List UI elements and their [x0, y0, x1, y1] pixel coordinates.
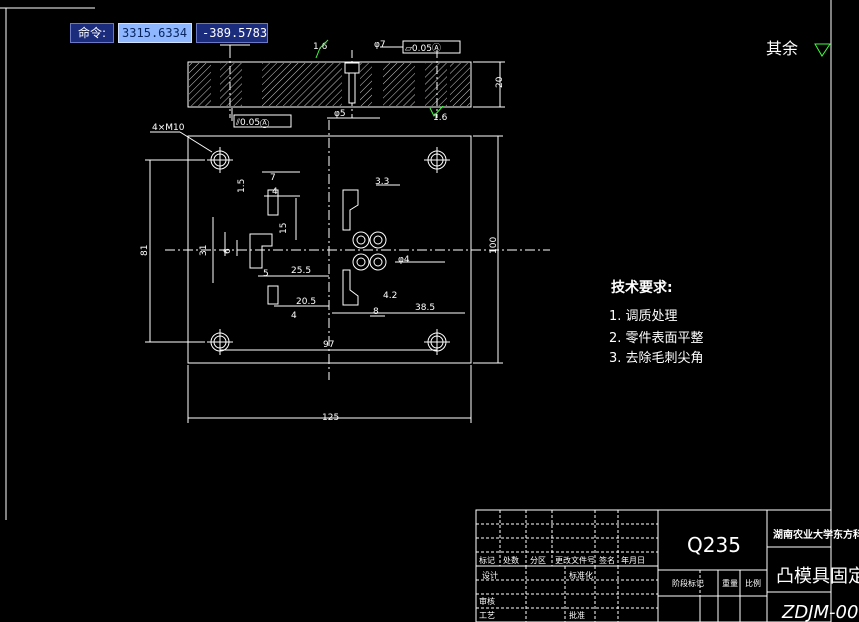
cutout-right [342, 189, 387, 306]
command-input-bar[interactable]: 命令: 3315.6334 -389.5783 [70, 23, 269, 43]
tb-label-date: 年月日 [621, 555, 645, 565]
dim-phi5: φ5 [334, 109, 346, 119]
tb-stage: 阶段标记 [672, 578, 704, 588]
tb-label-change-doc: 更改文件号 [555, 555, 595, 565]
title-block[interactable] [475, 509, 832, 622]
dim-100: 100 [489, 237, 499, 254]
tb-review: 审核 [479, 596, 495, 606]
drawing-number: ZDJM-00 [781, 602, 858, 622]
roughness-rest-icon [814, 43, 831, 57]
roughness-rest-label: 其余 [766, 39, 798, 58]
flatness-tolerance: ▱0.05Ⓐ [405, 43, 441, 54]
material-q235: Q235 [687, 533, 741, 557]
tb-weight: 重量 [722, 578, 738, 588]
corner-holes [207, 147, 450, 355]
dim-25-5: 25.5 [291, 266, 311, 276]
dim-6: 6 [223, 248, 233, 254]
cutout-left [249, 171, 300, 305]
dim-125: 125 [322, 413, 339, 423]
tb-label-sign: 签名 [599, 555, 615, 565]
tb-scale: 比例 [745, 578, 761, 588]
tb-process: 工艺 [479, 611, 495, 620]
roughness-1-6-bottom: 1.6 [433, 113, 448, 123]
dim-4-2: 4.2 [383, 291, 397, 301]
tech-item-3: 3. 去除毛刺尖角 [609, 351, 704, 366]
dim-31: 31 [199, 245, 209, 256]
dim-7: 7 [270, 173, 276, 183]
plan-view[interactable]: 4×M10 [140, 120, 550, 423]
dim-81: 81 [140, 245, 150, 256]
tb-label-count: 处数 [503, 555, 519, 565]
dim-38-5: 38.5 [415, 303, 435, 313]
dim-97: 97 [323, 340, 334, 350]
dim-3-3: 3.3 [375, 177, 389, 187]
tb-standard: 标准化 [569, 570, 593, 580]
dim-8: 8 [373, 307, 379, 317]
dim-thickness: 20 [495, 76, 505, 88]
command-label: 命令: [70, 23, 115, 43]
dim-1-5: 1.5 [237, 179, 247, 193]
part-name: 凸模具固定 [776, 566, 859, 587]
tech-requirements[interactable]: 技术要求: 1. 调质处理 2. 零件表面平整 3. 去除毛刺尖角 [609, 279, 704, 366]
school-name: 湖南农业大学东方科技学 [773, 528, 859, 541]
tech-title: 技术要求: [611, 279, 673, 296]
dim-4-tol: 4 [291, 311, 297, 321]
tech-item-1: 1. 调质处理 [609, 309, 678, 324]
y-coordinate-input[interactable]: -389.5783 [196, 23, 269, 43]
tb-design: 设计 [482, 570, 498, 580]
x-coordinate-input[interactable]: 3315.6334 [118, 23, 193, 43]
dim-4: 4 [272, 187, 278, 197]
tech-item-2: 2. 零件表面平整 [609, 331, 704, 346]
tb-label-zone: 分区 [530, 556, 546, 565]
section-view[interactable]: 20 ▱0.05Ⓐ φ7 ⫽0.05Ⓐ φ5 1.6 1.6 [187, 39, 505, 128]
parallel-tolerance: ⫽0.05Ⓐ [235, 118, 270, 128]
dim-20-5: 20.5 [296, 297, 316, 307]
dim-15: 15 [279, 223, 289, 234]
dim-5: 5 [263, 269, 269, 279]
dim-phi7: φ7 [374, 40, 386, 50]
tb-approve: 批准 [569, 610, 585, 620]
dim-4xm10: 4×M10 [152, 123, 185, 133]
tb-label-mark: 标记 [479, 555, 495, 565]
dim-phi4: φ4 [398, 255, 410, 265]
